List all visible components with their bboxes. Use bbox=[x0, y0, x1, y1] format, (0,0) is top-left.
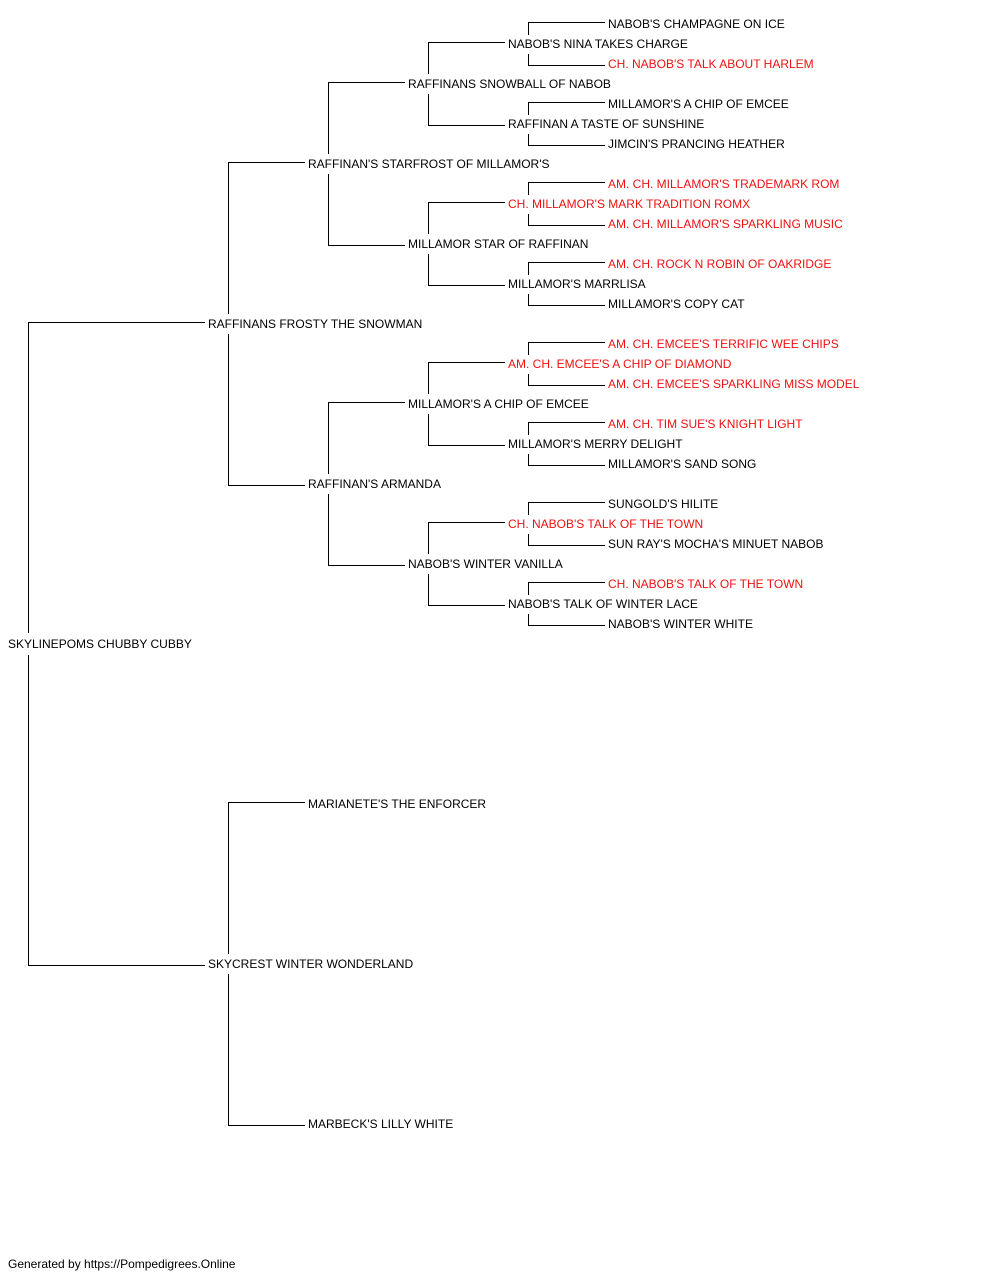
dog-name-gen5[interactable]: JIMCIN'S PRANCING HEATHER bbox=[608, 137, 785, 151]
dog-name-gen3[interactable]: NABOB'S WINTER VANILLA bbox=[408, 557, 563, 571]
dog-name-dam-dam[interactable]: MARBECK'S LILLY WHITE bbox=[308, 1117, 454, 1131]
dog-name-subject[interactable]: SKYLINEPOMS CHUBBY CUBBY bbox=[8, 637, 192, 651]
dog-name-gen5[interactable]: NABOB'S CHAMPAGNE ON ICE bbox=[608, 17, 785, 31]
dog-name-gen4[interactable]: NABOB'S TALK OF WINTER LACE bbox=[508, 597, 698, 611]
dog-name-gen4-champion[interactable]: CH. MILLAMOR'S MARK TRADITION ROMX bbox=[508, 197, 751, 211]
dog-name-sire[interactable]: RAFFINANS FROSTY THE SNOWMAN bbox=[208, 317, 423, 331]
dog-name-gen5-champion[interactable]: AM. CH. MILLAMOR'S TRADEMARK ROM bbox=[608, 177, 840, 191]
dog-name-dam-sire[interactable]: MARIANETE'S THE ENFORCER bbox=[308, 797, 487, 811]
dog-name-gen5-champion[interactable]: AM. CH. TIM SUE'S KNIGHT LIGHT bbox=[608, 417, 803, 431]
dog-name-gen5-champion[interactable]: AM. CH. MILLAMOR'S SPARKLING MUSIC bbox=[608, 217, 843, 231]
dog-name-dam[interactable]: SKYCREST WINTER WONDERLAND bbox=[208, 957, 414, 971]
dog-name-gen5-champion[interactable]: AM. CH. ROCK N ROBIN OF OAKRIDGE bbox=[608, 257, 832, 271]
dog-name-gen5-champion[interactable]: CH. NABOB'S TALK OF THE TOWN bbox=[608, 577, 804, 591]
dog-name-gen3[interactable]: MILLAMOR'S A CHIP OF EMCEE bbox=[408, 397, 589, 411]
dog-name-gen5[interactable]: MILLAMOR'S A CHIP OF EMCEE bbox=[608, 97, 789, 111]
dog-name-gen4[interactable]: NABOB'S NINA TAKES CHARGE bbox=[508, 37, 688, 51]
dog-name-sire-sire[interactable]: RAFFINAN'S STARFROST OF MILLAMOR'S bbox=[308, 157, 550, 171]
dog-name-gen5[interactable]: MILLAMOR'S SAND SONG bbox=[608, 457, 757, 471]
dog-name-gen4-champion[interactable]: AM. CH. EMCEE'S A CHIP OF DIAMOND bbox=[508, 357, 732, 371]
dog-name-gen5[interactable]: SUN RAY'S MOCHA'S MINUET NABOB bbox=[608, 537, 824, 551]
dog-name-gen5[interactable]: MILLAMOR'S COPY CAT bbox=[608, 297, 745, 311]
dog-name-gen3[interactable]: MILLAMOR STAR OF RAFFINAN bbox=[408, 237, 589, 251]
dog-name-gen5[interactable]: NABOB'S WINTER WHITE bbox=[608, 617, 753, 631]
dog-name-gen4[interactable]: MILLAMOR'S MERRY DELIGHT bbox=[508, 437, 683, 451]
dog-name-gen5-champion[interactable]: AM. CH. EMCEE'S SPARKLING MISS MODEL bbox=[608, 377, 860, 391]
dog-name-gen5-champion[interactable]: CH. NABOB'S TALK ABOUT HARLEM bbox=[608, 57, 814, 71]
dog-name-gen4[interactable]: RAFFINAN A TASTE OF SUNSHINE bbox=[508, 117, 705, 131]
generator-credit: Generated by https://Pompedigrees.Online bbox=[8, 1257, 236, 1271]
dog-name-sire-dam[interactable]: RAFFINAN'S ARMANDA bbox=[308, 477, 441, 491]
dog-name-gen4[interactable]: MILLAMOR'S MARRLISA bbox=[508, 277, 646, 291]
dog-name-gen5[interactable]: SUNGOLD'S HILITE bbox=[608, 497, 719, 511]
dog-name-gen3[interactable]: RAFFINANS SNOWBALL OF NABOB bbox=[408, 77, 611, 91]
dog-name-gen4-champion[interactable]: CH. NABOB'S TALK OF THE TOWN bbox=[508, 517, 704, 531]
dog-name-gen5-champion[interactable]: AM. CH. EMCEE'S TERRIFIC WEE CHIPS bbox=[608, 337, 839, 351]
